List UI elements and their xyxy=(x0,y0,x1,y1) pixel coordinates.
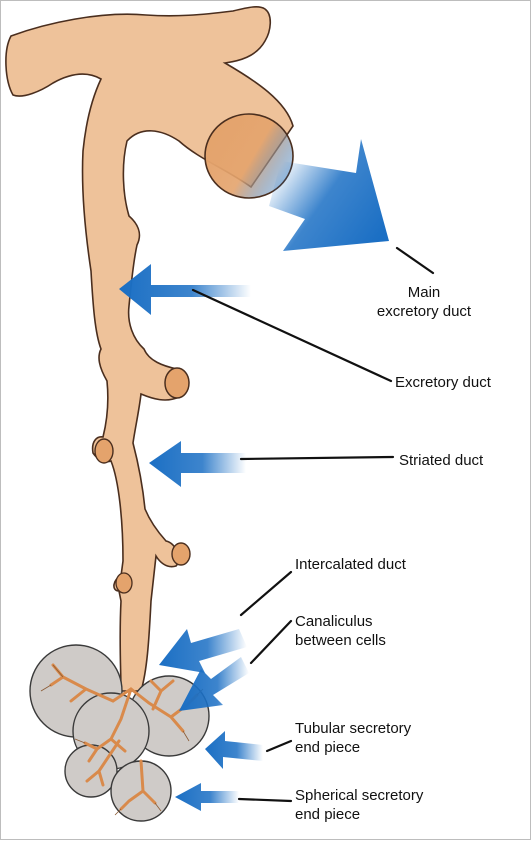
excretory-branch-cut-end xyxy=(164,367,190,399)
striated-duct-label: Striated duct xyxy=(399,452,484,469)
spherical-secretory-end-piece-label: Spherical secretory end piece xyxy=(295,787,424,823)
main-excretory-duct-label: Main excretory duct xyxy=(376,284,472,320)
tubular-secretory-end-piece-label: Tubular secretory end piece xyxy=(295,720,412,756)
small-branch-cut-end xyxy=(115,572,133,594)
striated-branch-cut-end xyxy=(94,438,114,464)
canaliculus-label: Canaliculus between cells xyxy=(295,613,386,649)
main-duct-cut-end xyxy=(204,113,294,199)
canaliculi xyxy=(49,663,199,811)
leader-lines xyxy=(191,246,435,803)
excretory-duct-arrow xyxy=(119,264,251,315)
canaliculus-arrow xyxy=(179,657,249,711)
main-excretory-duct-arrow xyxy=(269,139,389,251)
intercalated-duct-label: Intercalated duct xyxy=(295,556,406,573)
striated-duct-arrow xyxy=(149,441,246,487)
duct-tree xyxy=(5,6,294,692)
tubular-secretory-arrow xyxy=(205,731,263,769)
intercalated-duct-arrow xyxy=(159,629,247,673)
excretory-duct-label: Excretory duct xyxy=(395,374,491,391)
intercalated-branch-cut-end xyxy=(171,542,191,566)
spherical-secretory-arrow xyxy=(175,783,239,811)
